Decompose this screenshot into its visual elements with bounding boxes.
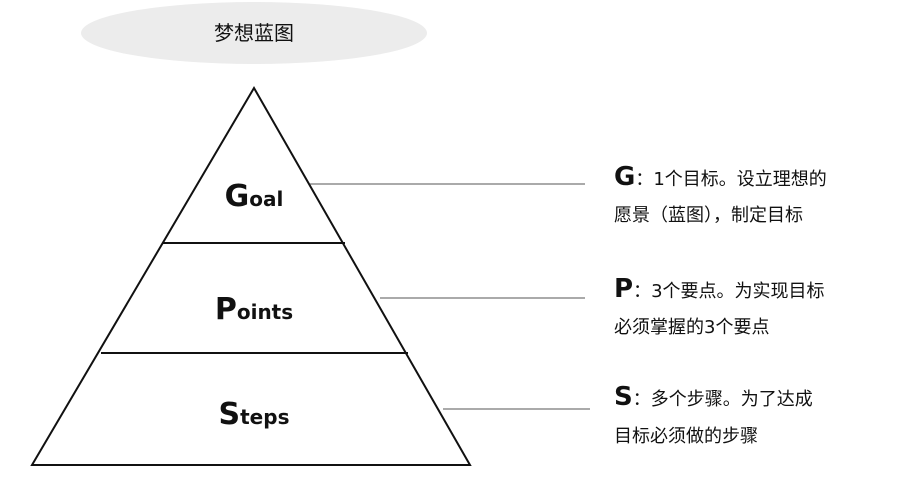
description-goal-line1: G：1个目标。设立理想的 <box>614 162 827 192</box>
points-desc-line1: 3个要点。为实现目标 <box>651 281 824 302</box>
points-initial: P <box>215 292 237 327</box>
diagram-title: 梦想蓝图 <box>214 21 294 45</box>
steps-initial: S <box>219 397 241 432</box>
points-key: P <box>614 274 633 304</box>
steps-rest: teps <box>240 405 289 429</box>
pyramid: Goal Points Steps <box>30 86 472 466</box>
description-goal: G：1个目标。设立理想的 愿景（蓝图），制定目标 <box>614 162 827 226</box>
description-points: P：3个要点。为实现目标 必须掌握的3个要点 <box>614 274 825 338</box>
title-ellipse <box>81 2 427 64</box>
goal-initial: G <box>225 179 250 214</box>
steps-key: S <box>614 382 633 412</box>
points-separator: ： <box>633 281 651 302</box>
pyramid-label-steps: Steps <box>219 397 290 432</box>
steps-desc-line1: 多个步骤。为了达成 <box>651 389 813 410</box>
steps-desc-line2: 目标必须做的步骤 <box>614 426 758 447</box>
connectors <box>310 183 590 410</box>
pyramid-label-points: Points <box>215 292 293 327</box>
description-steps-line1: S：多个步骤。为了达成 <box>614 382 813 412</box>
goal-key: G <box>614 162 635 192</box>
goal-desc-line2: 愿景（蓝图），制定目标 <box>614 205 803 226</box>
description-points-line1: P：3个要点。为实现目标 <box>614 274 825 304</box>
goal-separator: ： <box>635 169 653 190</box>
steps-separator: ： <box>633 389 651 410</box>
points-rest: oints <box>237 300 293 324</box>
description-steps: S：多个步骤。为了达成 目标必须做的步骤 <box>614 382 813 447</box>
pyramid-outline <box>30 86 472 466</box>
title-block: 梦想蓝图 <box>81 2 427 64</box>
goal-desc-line1: 1个目标。设立理想的 <box>653 169 826 190</box>
pyramid-label-goal: Goal <box>225 179 284 214</box>
points-desc-line2: 必须掌握的3个要点 <box>614 317 769 338</box>
goal-rest: oal <box>249 187 283 211</box>
